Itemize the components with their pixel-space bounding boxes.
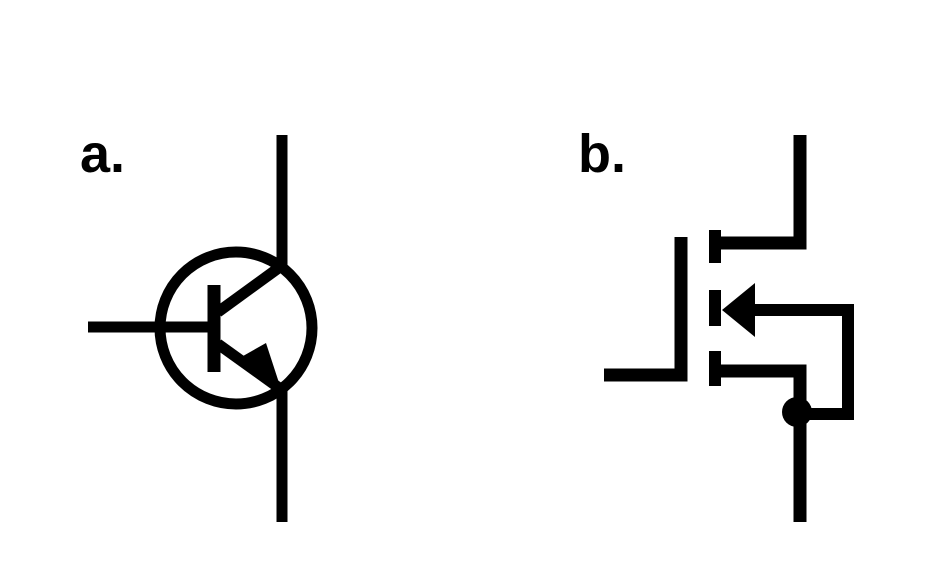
panel-b-mosfet: b. — [578, 124, 854, 522]
mosfet-junction-dot — [782, 397, 812, 427]
panel-b-label: b. — [578, 124, 626, 184]
mosfet-gate — [604, 237, 688, 382]
panel-a-bjt: a. — [80, 124, 318, 522]
panel-a-label: a. — [80, 124, 125, 184]
mosfet-drain — [715, 135, 807, 250]
mosfet-body-arrow-icon — [722, 283, 755, 337]
mosfet-source — [715, 364, 807, 522]
bjt-collector-line — [214, 259, 288, 317]
bjt-emitter-arrow-icon — [236, 343, 282, 392]
mosfet-body-connection — [740, 304, 854, 420]
